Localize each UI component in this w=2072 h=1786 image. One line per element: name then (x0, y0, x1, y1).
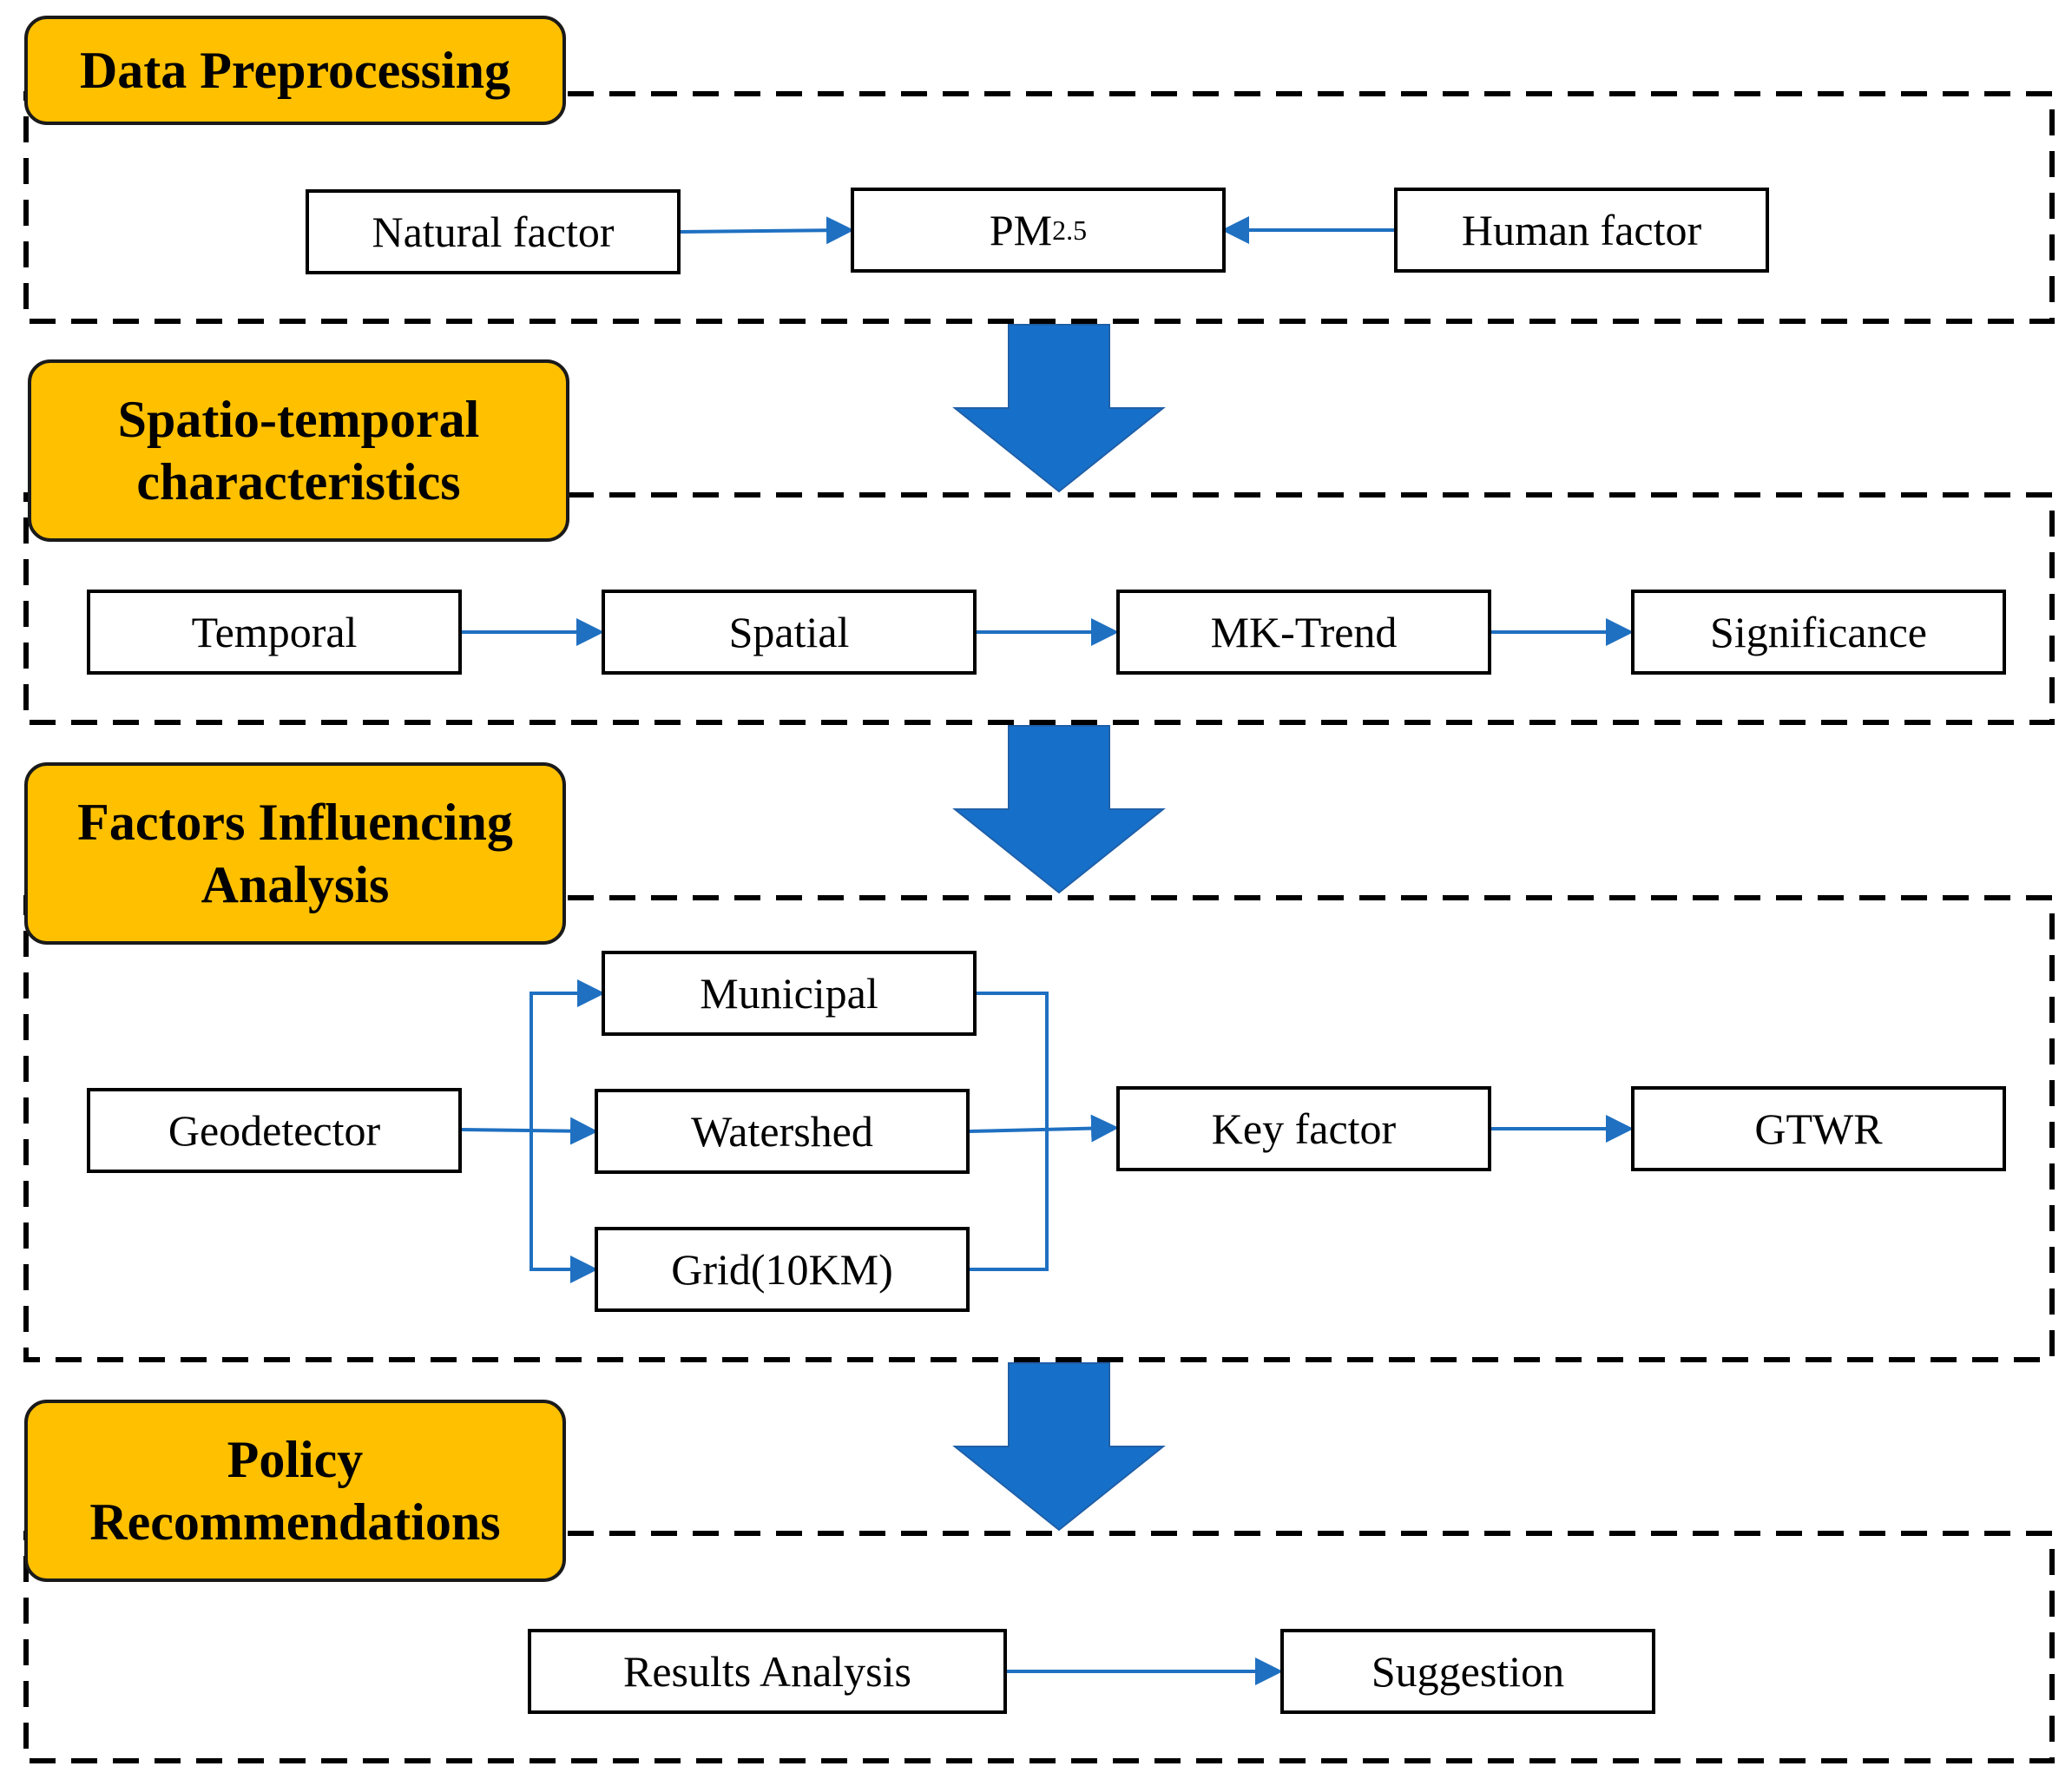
node-gtwr: GTWR (1631, 1086, 2006, 1171)
stage-title-spatio-temporal: Spatio-temporal characteristics (28, 359, 569, 542)
node-significance: Significance (1631, 590, 2006, 675)
arrow-geodetector-to-grid (530, 1130, 598, 1283)
node-spatial: Spatial (602, 590, 977, 675)
node-human-factor: Human factor (1394, 188, 1769, 273)
node-municipal: Municipal (602, 951, 977, 1036)
node-geodetector: Geodetector (87, 1088, 462, 1173)
node-temporal: Temporal (87, 590, 462, 675)
panel-spatio-temporal (23, 492, 2055, 725)
line-municipal-out (970, 992, 1049, 1271)
down-arrow-1 (952, 324, 1166, 493)
node-watershed: Watershed (595, 1089, 970, 1174)
stage-title-policy-recommendations: Policy Recommendations (24, 1400, 566, 1582)
node-pm25-subscript: 2.5 (1052, 214, 1088, 246)
down-arrow-2 (952, 725, 1166, 894)
node-natural-factor: Natural factor (306, 189, 681, 274)
arrow-natural-to-pm (680, 216, 854, 245)
panel-factors-influencing (23, 895, 2055, 1362)
arrow-watershed-to-key (969, 1114, 1119, 1143)
node-results-analysis: Results Analysis (528, 1629, 1007, 1714)
node-key-factor: Key factor (1116, 1086, 1491, 1171)
arrow-geodetector-to-watershed (461, 1117, 598, 1145)
arrow-geodetector-to-municipal (530, 979, 605, 1130)
stage-title-factors-influencing: Factors Influencing Analysis (24, 762, 566, 945)
panel-policy-recommendations (23, 1531, 2055, 1763)
down-arrow-3 (952, 1362, 1166, 1532)
node-mk-trend: MK-Trend (1116, 590, 1491, 675)
node-grid-10km: Grid(10KM) (595, 1227, 970, 1312)
panel-data-preprocessing (23, 91, 2055, 324)
node-suggestion: Suggestion (1280, 1629, 1655, 1714)
stage-title-data-preprocessing: Data Preprocessing (24, 16, 566, 125)
node-pm25-main: PM (989, 206, 1053, 254)
